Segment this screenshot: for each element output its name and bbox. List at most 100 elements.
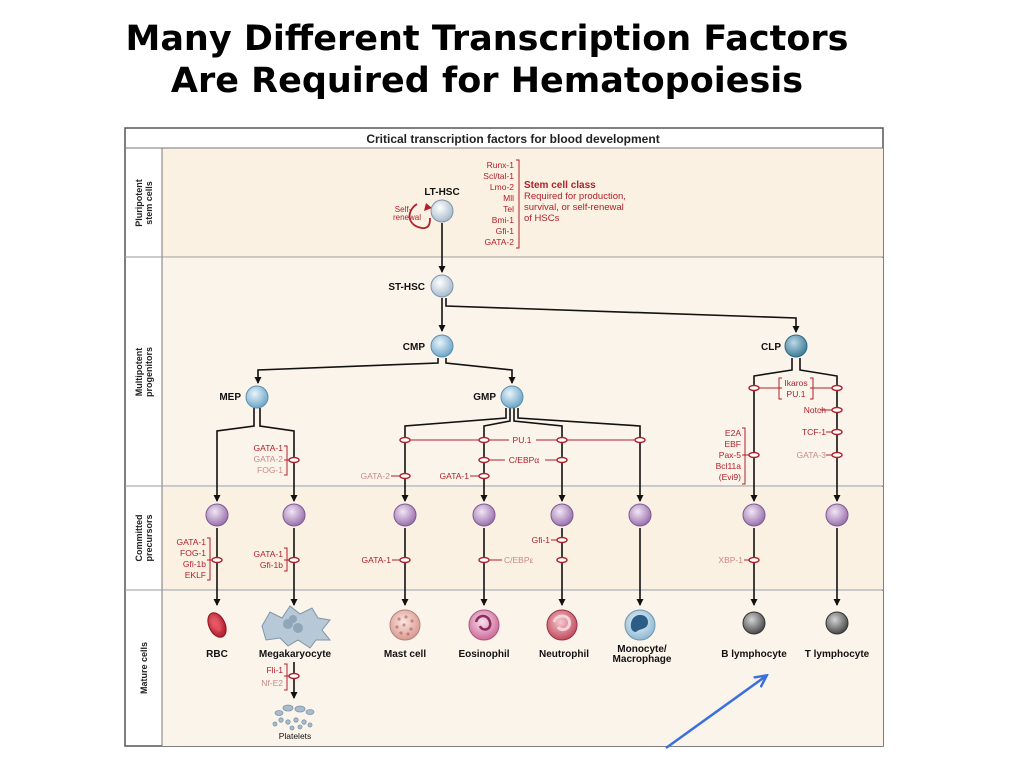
st-hsc-label: ST-HSC	[388, 282, 425, 293]
label-b-lymphocyte: B lymphocyte	[721, 649, 787, 660]
figure-heading: Critical transcription factors for blood…	[366, 132, 659, 146]
svg-text:Runx-1: Runx-1	[487, 160, 515, 170]
svg-text:Multipotent: Multipotent	[134, 348, 144, 397]
rbc-factor-fog1: FOG-1	[180, 548, 206, 558]
band-label-committed: Committed precursors	[134, 514, 154, 561]
monocyte-nucleus	[630, 614, 648, 632]
megakaryocyte-nuclei	[283, 615, 303, 633]
precursor-cell	[282, 503, 306, 527]
b-factor-e2a: E2A	[725, 428, 741, 438]
st-hsc-cell	[430, 274, 454, 298]
mep-factor-gata1: GATA-1	[254, 443, 284, 453]
mast-cell-granules	[395, 615, 414, 636]
mep-factor-fog1: FOG-1	[257, 465, 283, 475]
gmp-label: GMP	[473, 392, 496, 403]
label-eosinophil: Eosinophil	[458, 649, 509, 660]
inhibitor-marks	[211, 384, 843, 680]
slide-title-line-2: Are Required for Hematopoiesis	[170, 61, 804, 101]
factor-pu1-clp: PU.1	[787, 389, 806, 399]
factor-gata1-gmp: GATA-1	[440, 471, 470, 481]
band-label-mature: Mature cells	[139, 642, 149, 694]
mature-cell-labels: RBC Megakaryocyte Mast cell Eosinophil N…	[206, 644, 869, 665]
neutrophil-cell	[546, 609, 578, 641]
mep-cell	[245, 385, 269, 409]
platelet-factor-nfe2: Nf-E2	[261, 678, 283, 688]
band-committed-bg	[162, 487, 883, 590]
ikaros-label-bg	[782, 377, 810, 400]
b-factor-pax5: Pax-5	[719, 450, 741, 460]
band-pluripotent-bg	[162, 148, 883, 257]
label-neutrophil: Neutrophil	[539, 649, 589, 660]
cebpa-label-bg	[505, 454, 545, 465]
band-label-multipotent: Multipotent progenitors	[134, 347, 154, 397]
eosinophil-nucleus	[474, 614, 492, 631]
svg-text:precursors: precursors	[144, 514, 154, 561]
stem-cell-class-title: Stem cell class	[524, 180, 596, 191]
svg-text:Bmi-1: Bmi-1	[492, 215, 514, 225]
label-monocyte-1: Monocyte/	[617, 644, 667, 655]
b-factor-evi9: (Evi9)	[719, 472, 741, 482]
label-rbc: RBC	[206, 649, 228, 660]
rbc-factor-gfi1b: Gfi-1b	[183, 559, 206, 569]
mep-label: MEP	[219, 392, 241, 403]
committed-precursor-cells	[205, 503, 849, 527]
stem-cell-class-desc-2: survival, or self-renewal	[524, 202, 624, 213]
self-renewal-arrowhead	[424, 203, 432, 211]
svg-text:Tel: Tel	[503, 204, 514, 214]
svg-text:Pluripotent: Pluripotent	[134, 179, 144, 227]
label-mast-cell: Mast cell	[384, 649, 426, 660]
cmp-cell	[430, 334, 454, 358]
platelet-factor-fli1: Fli-1	[266, 665, 283, 675]
band-multipotent-bg	[162, 258, 883, 486]
svg-text:Mature cells: Mature cells	[139, 642, 149, 694]
precursor-cell	[472, 503, 496, 527]
b-factor-ebf: EBF	[724, 439, 741, 449]
pu1-label-bg	[509, 434, 536, 445]
label-monocyte-2: Macrophage	[613, 654, 672, 665]
factor-pu1: PU.1	[513, 435, 532, 445]
t-lymphocyte-cell	[825, 611, 849, 635]
eosinophil-cell	[468, 609, 500, 641]
factor-tcf1: TCF-1	[802, 427, 826, 437]
clp-label: CLP	[761, 342, 781, 353]
factor-gata3: GATA-3	[797, 450, 827, 460]
precursor-cell	[628, 503, 652, 527]
stem-cell-factor-list: Runx-1 Scl/tal-1 Lmo-2 Mll Tel Bmi-1 Gfi…	[483, 160, 514, 247]
lt-hsc-cell	[430, 199, 454, 223]
svg-text:GATA-2: GATA-2	[485, 237, 515, 247]
svg-text:Scl/tal-1: Scl/tal-1	[483, 171, 514, 181]
factor-gfi1: Gfi-1	[532, 535, 551, 545]
mast-factor-gata1: GATA-1	[362, 555, 392, 565]
self-renewal-arrow	[408, 203, 431, 229]
clp-cell	[784, 334, 808, 358]
b-factor-bcl11a: Bcl11a	[716, 461, 742, 471]
slide-title-line-1: Many Different Transcription Factors	[125, 19, 849, 59]
gmp-cell	[500, 385, 524, 409]
rbc-factor-gata1: GATA-1	[177, 537, 207, 547]
stem-cell-class-desc-3: of HSCs	[524, 213, 560, 224]
mep-factor-gata2: GATA-2	[254, 454, 284, 464]
svg-text:progenitors: progenitors	[144, 347, 154, 397]
annotation-arrow	[665, 676, 766, 750]
platelets-cluster	[272, 704, 315, 731]
mk-factor-gata1: GATA-1	[254, 549, 284, 559]
label-platelets: Platelets	[279, 731, 312, 741]
label-megakaryocyte: Megakaryocyte	[259, 649, 332, 660]
b-lymphocyte-cell	[742, 611, 766, 635]
factor-ikaros: Ikaros	[784, 378, 807, 388]
rbc-factor-eklf: EKLF	[185, 570, 206, 580]
svg-text:Lmo-2: Lmo-2	[490, 182, 514, 192]
factor-gata2-gmp: GATA-2	[361, 471, 391, 481]
svg-text:stem cells: stem cells	[144, 181, 154, 225]
svg-text:Gfi-1: Gfi-1	[496, 226, 515, 236]
stem-cell-class-desc-1: Required for production,	[524, 191, 626, 202]
slide-title: Many Different Transcription Factors Are…	[0, 18, 974, 102]
mk-factor-gfi1b: Gfi-1b	[260, 560, 283, 570]
svg-text:Mll: Mll	[503, 193, 514, 203]
precursor-cell	[205, 503, 229, 527]
lineage-connectors	[213, 223, 841, 699]
self-renewal-label-1: Self-	[395, 205, 412, 214]
factor-notch: Notch	[804, 405, 826, 415]
precursor-cell	[550, 503, 574, 527]
